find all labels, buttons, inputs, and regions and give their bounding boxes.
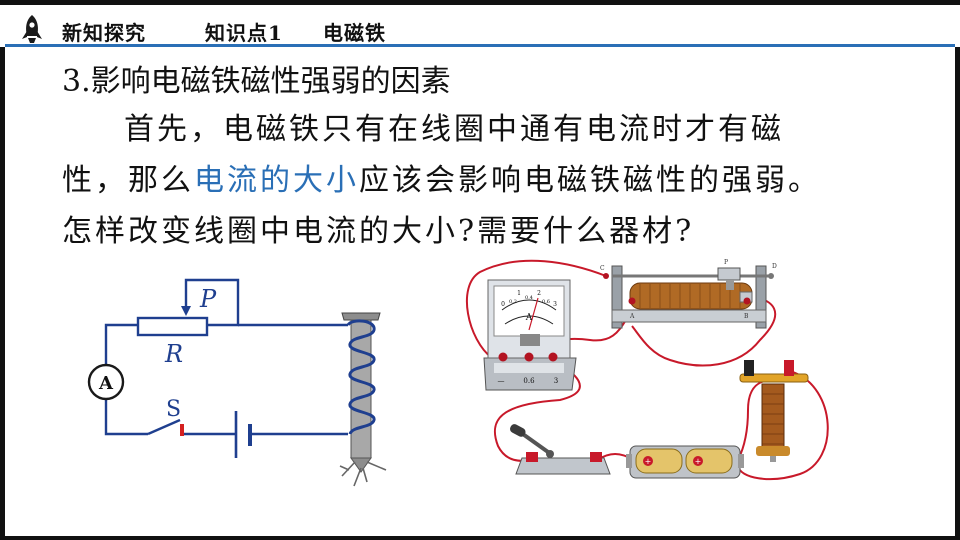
label-s: S [166,397,181,422]
rocket-icon [22,15,42,47]
ammeter-device-letter: A [525,313,533,323]
svg-text:B: B [744,313,749,320]
svg-text:0: 0 [501,301,505,308]
frame-right [955,0,960,540]
circuit-diagram: A P R S [87,278,387,487]
rheostat-device: C P D A B [600,259,777,329]
svg-text:1: 1 [517,290,521,297]
frame-left [0,0,5,540]
svg-text:3: 3 [554,377,558,385]
header-point: 知识点1 [205,21,283,45]
paragraph-line-2: 性，那么电流的大小应该会影响电磁铁磁性的强弱。 [62,163,821,198]
paragraph-line-1: 首先，电磁铁只有在线圈中通有电流时才有磁 [124,112,784,147]
battery-plus-1: + [645,457,652,466]
paragraph-line-3: 怎样改变线圈中电流的大小?需要什么器材? [62,214,695,249]
header-rule [5,44,955,47]
svg-text:D: D [772,263,777,270]
frame-top [0,0,960,5]
svg-text:C: C [600,265,605,272]
battery-device: + + [626,445,744,479]
header-topic: 电磁铁 [323,21,386,45]
electromagnet-device [739,360,809,462]
frame-bottom [0,536,960,540]
header-bar: 新知探究 知识点1 电磁铁 [0,5,960,47]
highlight-current-size: 电流的大小 [194,163,359,198]
svg-text:2: 2 [537,290,541,297]
svg-text:0.2: 0.2 [509,299,517,305]
body-paragraph: 首先，电磁铁只有在线圈中通有电流时才有磁 性，那么电流的大小应该会影响电磁铁磁性… [62,104,922,257]
svg-text:3: 3 [553,301,557,308]
svg-text:P: P [724,259,728,266]
knife-switch-device [509,424,611,475]
ammeter-label: A [98,373,114,394]
ammeter-symbol [87,363,125,401]
switch-contact [180,424,184,436]
label-p: P [199,285,217,313]
svg-text:0.6: 0.6 [523,377,535,385]
label-r: R [164,340,183,368]
header-section: 新知探究 [62,21,146,45]
coil-icon [346,319,376,435]
svg-text:0.4: 0.4 [525,295,533,301]
nail-icon [339,312,387,487]
apparatus-figure: A 0 1 2 3 0.2 0.4 0.6 — 0.6 3 [465,259,829,481]
svg-text:A: A [629,313,635,320]
slider-arrow-icon [181,306,191,316]
page-title: 3.影响电磁铁磁性强弱的因素 [62,64,451,99]
svg-text:—: — [498,377,505,385]
ammeter-device: A 0 1 2 3 0.2 0.4 0.6 — 0.6 3 [483,279,577,391]
svg-text:0.6: 0.6 [542,299,550,305]
battery-plus-2: + [695,457,702,466]
